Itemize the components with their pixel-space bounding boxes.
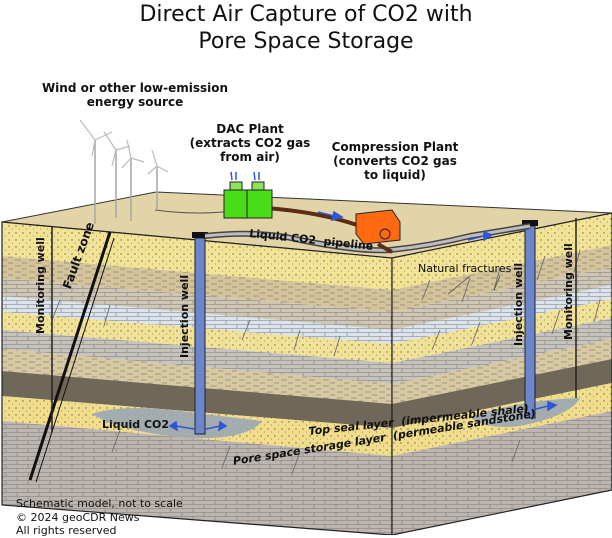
injection-well-left-pipe [192,232,208,435]
monitoring-well-left-label: Monitoring well [34,237,47,334]
wind-turbines [79,119,169,224]
energy-source-label-2: energy source [86,95,184,109]
fractures-label: Natural fractures [418,262,512,275]
dac-label-3: from air) [220,150,280,164]
liquid-co2-label: Liquid CO2 [102,418,170,431]
dac-label-1: DAC Plant [216,122,284,136]
compression-plant-building [355,209,401,245]
compression-outlet-pipe [376,242,393,254]
dac-label-2: (extracts CO2 gas [189,136,311,150]
liquid-co2-pipeline [204,223,531,254]
fracture-leader-1 [447,275,471,295]
compression-label-1: Compression Plant [331,140,459,154]
fracture-leader-2 [493,275,501,291]
title-line-1: Direct Air Capture of CO2 with [139,2,473,27]
compression-label-2: (converts CO2 gas [333,154,457,168]
co2-plume-left [92,408,262,439]
footer-line-3: All rights reserved [16,524,117,537]
footer-line-1: Schematic model, not to scale [16,497,183,510]
injection-well-right-label: Injection well [512,262,525,346]
right-face-strata [391,212,612,535]
energy-source-label-1: Wind or other low-emission [41,81,229,95]
flow-arrows [168,210,558,432]
injection-well-left-label: Injection well [178,274,191,358]
footer-line-2: © 2024 geoCDR News [16,511,140,524]
monitoring-well-right-label: Monitoring well [562,243,575,340]
natural-fractures [51,249,601,475]
title-line-2: Pore Space Storage [198,29,414,54]
dac-to-compression-pipe [265,206,361,228]
compression-label-3: to liquid) [364,168,426,182]
dac-plant-building [223,171,273,219]
fault-zone-line [28,231,115,483]
